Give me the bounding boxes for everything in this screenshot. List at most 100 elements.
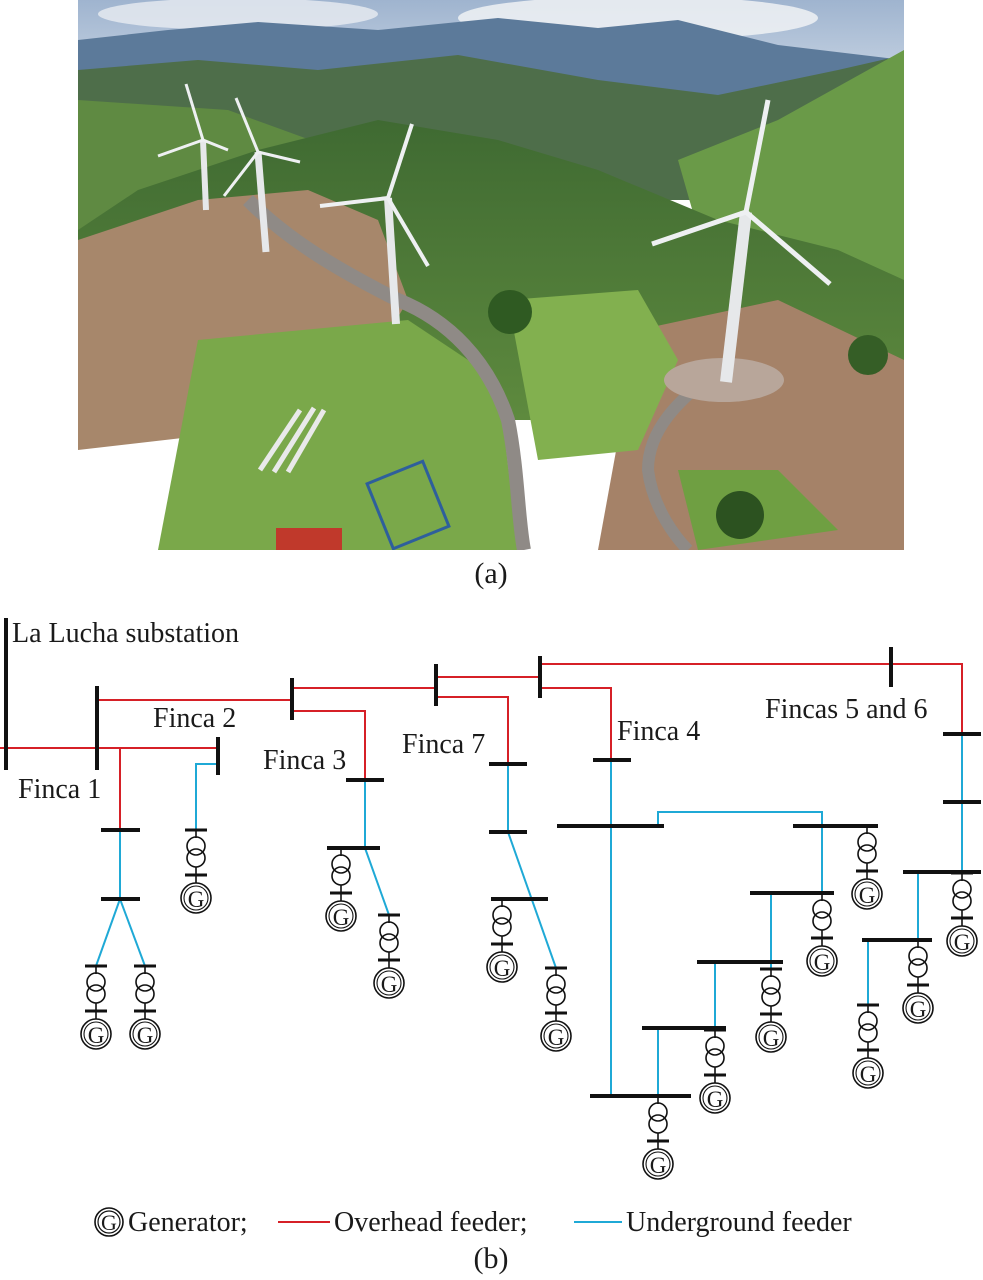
transformer-coil (858, 1011, 878, 1031)
underground-feeder (119, 898, 146, 967)
underground-feeders (95, 734, 963, 1096)
grass-slope (158, 320, 518, 550)
finca-4-label: Finca 4 (617, 716, 700, 747)
legend: G Generator; Overhead feeder; Undergroun… (94, 1207, 852, 1238)
legend-generator-label: Generator; (128, 1207, 248, 1238)
generator-icon (755, 1021, 787, 1053)
generator-unit: G (129, 964, 161, 1050)
legend-generator-icon (94, 1207, 124, 1237)
generator-icon (486, 951, 518, 983)
transformer-coil (86, 984, 106, 1004)
generator-unit: G (699, 1028, 731, 1114)
underground-feeder (657, 811, 823, 893)
generator-icon-inner (854, 881, 880, 907)
transformer-coil (331, 854, 351, 874)
turbine (651, 99, 832, 383)
generator-icon (540, 1020, 572, 1052)
transformer-coil (86, 972, 106, 992)
generator-unit: G (642, 1094, 674, 1180)
generator-icon-inner (328, 903, 354, 929)
turbine (157, 83, 229, 211)
overhead-feeder (292, 710, 366, 780)
generator-icon-inner (702, 1085, 728, 1111)
transformer-coil (331, 866, 351, 886)
generator-symbol: G (88, 1023, 105, 1048)
transformer-coil (908, 958, 928, 978)
generator-icon (946, 925, 978, 957)
wind-farm-illustration (78, 0, 904, 550)
generator-icon (902, 992, 934, 1024)
generator-icon-inner (489, 954, 515, 980)
generator-symbol: G (860, 1062, 877, 1087)
generator-icon-inner (183, 885, 209, 911)
cloud (98, 0, 378, 30)
overhead-feeder (0, 747, 121, 830)
generator-unit: G (851, 824, 883, 910)
generator-icon-inner (905, 995, 931, 1021)
turbine (222, 97, 301, 253)
legend-generator-icon-inner (97, 1210, 121, 1234)
tree (488, 290, 532, 334)
generator-icon (180, 882, 212, 914)
transformer-coil (379, 921, 399, 941)
transformer-coil (648, 1102, 668, 1122)
generator-symbol: G (381, 972, 398, 997)
generator-icon-inner (83, 1021, 109, 1047)
generator-icon (325, 900, 357, 932)
generator-icon (129, 1018, 161, 1050)
generator-icon-inner (543, 1023, 569, 1049)
generator-icon (80, 1018, 112, 1050)
transformer-coil (492, 917, 512, 937)
transformer-coil (952, 879, 972, 899)
generator-unit: G (852, 1003, 884, 1089)
generator-unit: G (946, 871, 978, 957)
generator-symbol: G (548, 1025, 565, 1050)
generator-icon (851, 878, 883, 910)
fincas-5-6-label: Fincas 5 and 6 (765, 694, 928, 725)
finca-1-label: Finca 1 (18, 774, 101, 805)
generator-icon-inner (132, 1021, 158, 1047)
finca-7-label: Finca 7 (402, 729, 485, 760)
generator-icon (642, 1148, 674, 1180)
generator-symbol: G (494, 956, 511, 981)
generator-unit: G (755, 967, 787, 1053)
generator-unit: G (806, 891, 838, 977)
generator-unit: G (373, 913, 405, 999)
finca-2-label: Finca 2 (153, 703, 236, 734)
generator-icon-inner (758, 1024, 784, 1050)
generator-unit: G (325, 846, 357, 932)
transformer-coil (761, 987, 781, 1007)
generator-icon (373, 967, 405, 999)
generator-icon (699, 1082, 731, 1114)
legend-generator-symbol: G (101, 1210, 117, 1235)
wind-farm-photo (78, 0, 904, 550)
generator-icon-inner (949, 928, 975, 954)
generator-symbol: G (763, 1026, 780, 1051)
building-roof (276, 528, 342, 550)
transformer-coil (812, 911, 832, 931)
transformer-coil (546, 986, 566, 1006)
generator-unit: G (80, 964, 112, 1050)
generator-symbol: G (707, 1087, 724, 1112)
transformer-coil (952, 891, 972, 911)
steel-frame (365, 459, 451, 550)
overhead-feeder (540, 687, 612, 760)
generator-symbol: G (188, 887, 205, 912)
underground-feeder (95, 898, 121, 967)
transformer-coil (135, 972, 155, 992)
tree (848, 335, 888, 375)
transformer-coil (135, 984, 155, 1004)
transformer-coil (492, 905, 512, 925)
finca-3-label: Finca 3 (263, 745, 346, 776)
generator-symbol: G (814, 950, 831, 975)
transformer-coil (705, 1036, 725, 1056)
generator-unit: G (180, 828, 212, 914)
underground-feeder (195, 763, 218, 830)
turbine (319, 123, 430, 325)
overhead-feeder (436, 696, 509, 764)
transformer-coil (761, 975, 781, 995)
generator-symbol: G (333, 905, 350, 930)
tree (716, 491, 764, 539)
legend-underground-label: Underground feeder (626, 1207, 852, 1238)
